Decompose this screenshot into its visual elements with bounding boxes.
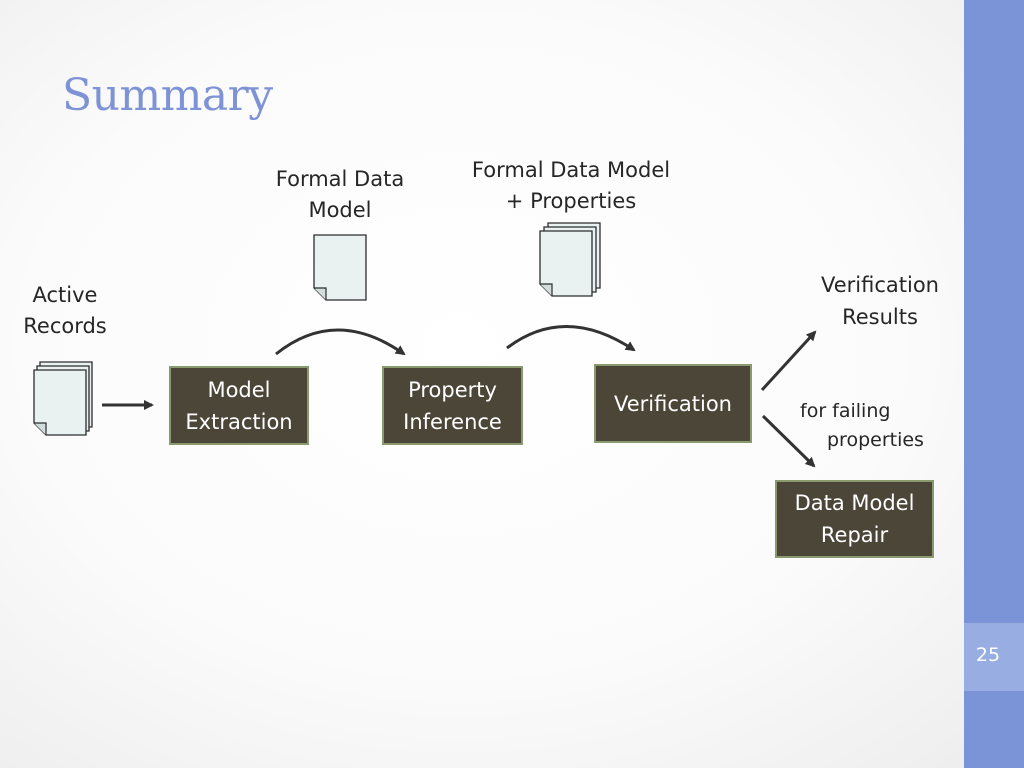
verification-label: Verification <box>614 391 732 416</box>
inference-to-verification-arrow <box>506 325 636 352</box>
formal-data-model-properties-document-stack-icon <box>539 222 601 297</box>
verification-to-results-arrow <box>760 330 817 392</box>
properties-label: properties <box>827 429 924 451</box>
diagram-graphics <box>33 222 817 468</box>
active-records-document-stack-icon <box>33 361 93 436</box>
formal-data-model-properties-label: Formal Data Model+ Properties <box>471 158 671 213</box>
verification-box[interactable]: Verification <box>594 364 752 443</box>
page-number-box <box>964 623 1024 691</box>
page-number: 25 <box>975 644 1001 666</box>
formal-data-model-document-icon <box>313 234 367 301</box>
extraction-to-inference-arrow <box>275 328 406 356</box>
for-failing-label: for failing <box>800 400 891 422</box>
verification-to-repair-arrow <box>761 414 816 468</box>
slide-title: Summary <box>62 70 273 121</box>
